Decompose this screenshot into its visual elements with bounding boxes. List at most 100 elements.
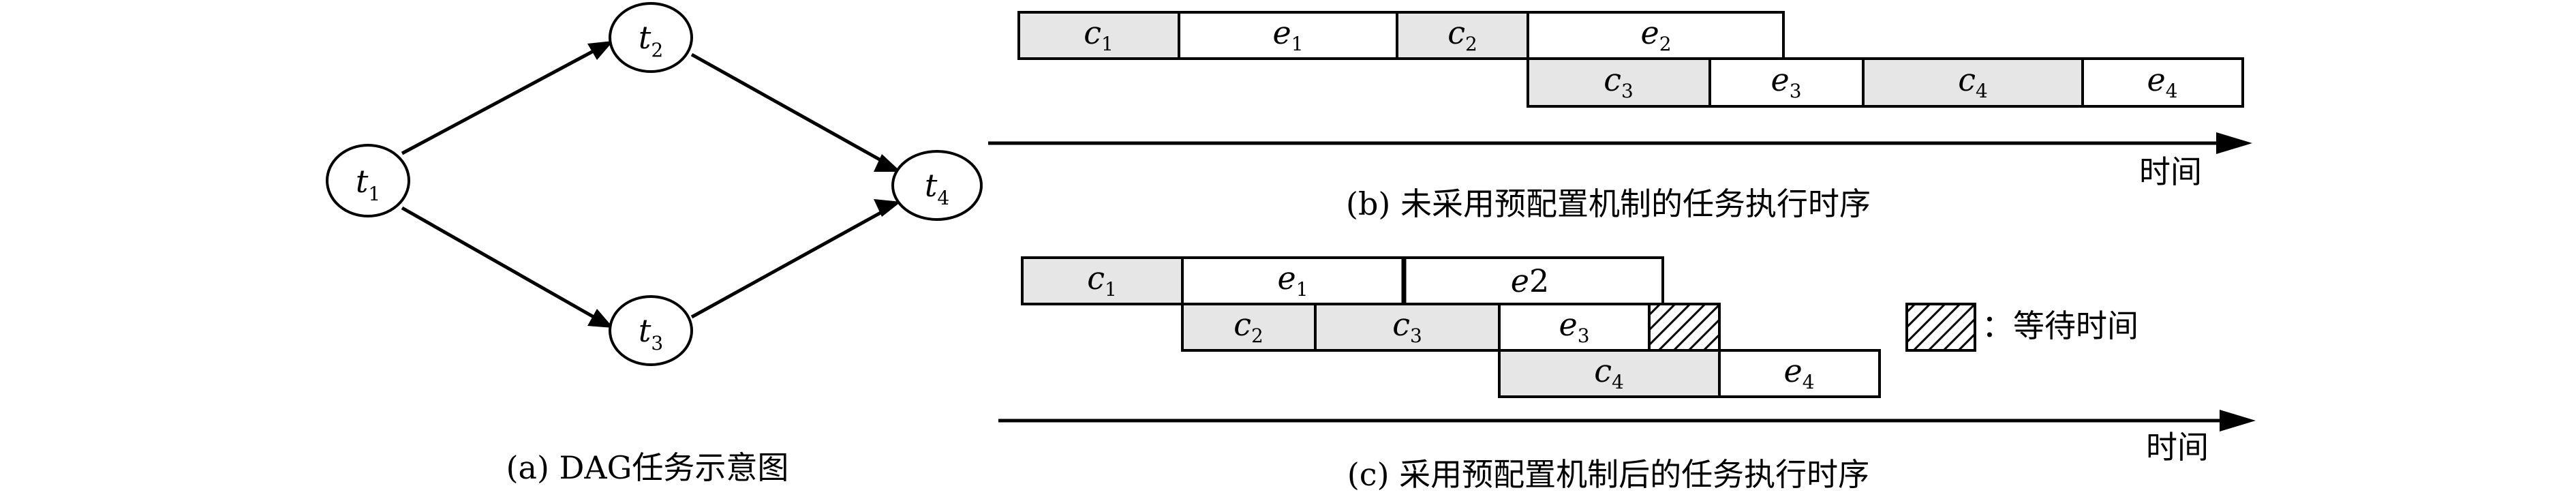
- b-c2-base: c: [1447, 14, 1465, 51]
- dag-node-t1: t1: [326, 144, 410, 217]
- dag-node-t2: t2: [609, 2, 693, 73]
- arrowhead-t1-t3: [587, 309, 613, 328]
- c-c1-base: c: [1087, 260, 1105, 297]
- c-time-axis-arrowhead: [2220, 410, 2256, 432]
- b-time-axis-arrowhead: [2216, 132, 2252, 154]
- node-t2-sub: 2: [651, 39, 663, 61]
- c-row3: c4 e4: [1498, 349, 1881, 398]
- caption-c: (c) 采用预配置机制后的任务执行时序: [1347, 456, 1869, 493]
- edge-t3-t4: [690, 206, 891, 319]
- c-c4-sub: 4: [1612, 371, 1624, 393]
- svg-text:e4: e4: [1783, 352, 1814, 393]
- legend-hatched-box: [1905, 303, 1976, 352]
- legend-waiting-time: ：等待时间: [1905, 303, 2138, 352]
- c-e1-sub: 1: [1296, 278, 1308, 301]
- c-e2-tail: 2: [1529, 262, 1549, 299]
- svg-text:e1: e1: [1277, 260, 1308, 301]
- c-e2-base: e: [1511, 262, 1529, 299]
- c-c3-sub: 3: [1410, 324, 1422, 347]
- b-e1-sub: 1: [1291, 33, 1304, 55]
- b-c3-sub: 3: [1621, 80, 1634, 102]
- svg-text:t2: t2: [639, 19, 663, 61]
- c-c4-base: c: [1594, 352, 1612, 389]
- dag-panel: t1 t2 t3 t4 (a) DAG任务示意图: [326, 2, 983, 486]
- dag-node-t4: t4: [891, 150, 983, 221]
- svg-text:c4: c4: [1594, 352, 1624, 393]
- arrowhead-t3-t4: [874, 199, 901, 217]
- c-row2: c2 c3 e3: [1181, 303, 1721, 352]
- c-block-c2: [1181, 303, 1317, 352]
- timing-panel-b: c1 e1 c2 e2 c3 e3 c4 e4 时间 (b) 未采用预配置机制的…: [988, 11, 2252, 222]
- arrowhead-t1-t2: [587, 41, 613, 60]
- svg-text:c4: c4: [1958, 61, 1988, 102]
- timing-panel-c: c1 e1 e2 c2 c3 e3 c4 e4 ：等待时间 时间: [998, 256, 2256, 493]
- b-c1-sub: 1: [1101, 33, 1114, 55]
- edge-t1-t2: [401, 46, 601, 155]
- caption-b: (b) 未采用预配置机制的任务执行时序: [1346, 185, 1871, 222]
- c-e3-base: e: [1559, 306, 1577, 343]
- c-block-c3: [1314, 303, 1501, 352]
- svg-text:c3: c3: [1392, 306, 1422, 347]
- b-e3-base: e: [1770, 61, 1789, 98]
- c-c2-sub: 2: [1251, 324, 1263, 347]
- svg-text:c2: c2: [1233, 306, 1263, 347]
- b-c3-base: c: [1604, 61, 1621, 98]
- node-t4-base: t: [925, 167, 938, 204]
- svg-text:c2: c2: [1447, 14, 1477, 55]
- dag-node-t3: t3: [609, 295, 693, 366]
- arrowhead-t2-t4: [874, 154, 901, 172]
- legend-text: ：等待时间: [1982, 307, 2138, 344]
- b-c4-sub: 4: [1976, 80, 1988, 102]
- node-t1-sub: 1: [368, 183, 380, 205]
- svg-text:e4: e4: [2147, 61, 2177, 102]
- c-e4-sub: 4: [1803, 371, 1815, 393]
- b-row2: c3 e3 c4 e4: [1527, 57, 2244, 108]
- b-block-e3: [1708, 57, 1865, 108]
- c-e1-base: e: [1277, 260, 1295, 297]
- b-e1-base: e: [1272, 14, 1291, 51]
- node-t3-sub: 3: [651, 332, 663, 354]
- svg-text:e2: e2: [1511, 262, 1550, 299]
- edge-t2-t4: [690, 52, 891, 167]
- svg-text:t3: t3: [639, 312, 663, 354]
- dag-edges: [401, 41, 901, 328]
- b-e3-sub: 3: [1790, 80, 1802, 102]
- b-e2-sub: 2: [1659, 33, 1672, 55]
- b-e4-sub: 4: [2166, 80, 2178, 102]
- c-block-e4: [1718, 349, 1881, 398]
- b-block-c3: [1527, 57, 1711, 108]
- svg-text:e2: e2: [1640, 14, 1671, 55]
- svg-text:e3: e3: [1770, 61, 1801, 102]
- svg-text:t4: t4: [925, 167, 949, 209]
- b-c2-sub: 2: [1465, 33, 1477, 55]
- svg-text:e3: e3: [1559, 306, 1589, 347]
- svg-text:t1: t1: [356, 163, 380, 205]
- c-c2-base: c: [1233, 306, 1251, 343]
- node-t4-sub: 4: [937, 187, 949, 209]
- svg-text:c1: c1: [1087, 260, 1117, 301]
- c-row1: c1 e1 e2: [1021, 256, 1664, 305]
- c-block-c4: [1498, 349, 1721, 398]
- caption-a: (a) DAG任务示意图: [506, 449, 789, 486]
- c-e3-sub: 3: [1578, 324, 1590, 347]
- node-t2-base: t: [639, 19, 651, 56]
- svg-text:e1: e1: [1272, 14, 1303, 55]
- b-c4-base: c: [1958, 61, 1976, 98]
- node-t3-base: t: [639, 312, 651, 349]
- b-e4-base: e: [2147, 61, 2165, 98]
- c-c1-sub: 1: [1105, 278, 1117, 301]
- b-axis-label: 时间: [2139, 153, 2202, 190]
- svg-text:c3: c3: [1604, 61, 1634, 102]
- c-e4-base: e: [1783, 352, 1802, 389]
- node-t1-base: t: [356, 163, 369, 200]
- b-block-e2: [1527, 11, 1785, 60]
- b-e2-base: e: [1640, 14, 1659, 51]
- b-block-c4: [1862, 57, 2084, 108]
- edge-t1-t3: [401, 206, 601, 322]
- b-row1: c1 e1 c2 e2: [1017, 11, 1785, 60]
- c-axis-label: 时间: [2146, 429, 2209, 466]
- b-c1-base: c: [1084, 14, 1101, 51]
- svg-text:c1: c1: [1084, 14, 1114, 55]
- c-c3-base: c: [1392, 306, 1410, 343]
